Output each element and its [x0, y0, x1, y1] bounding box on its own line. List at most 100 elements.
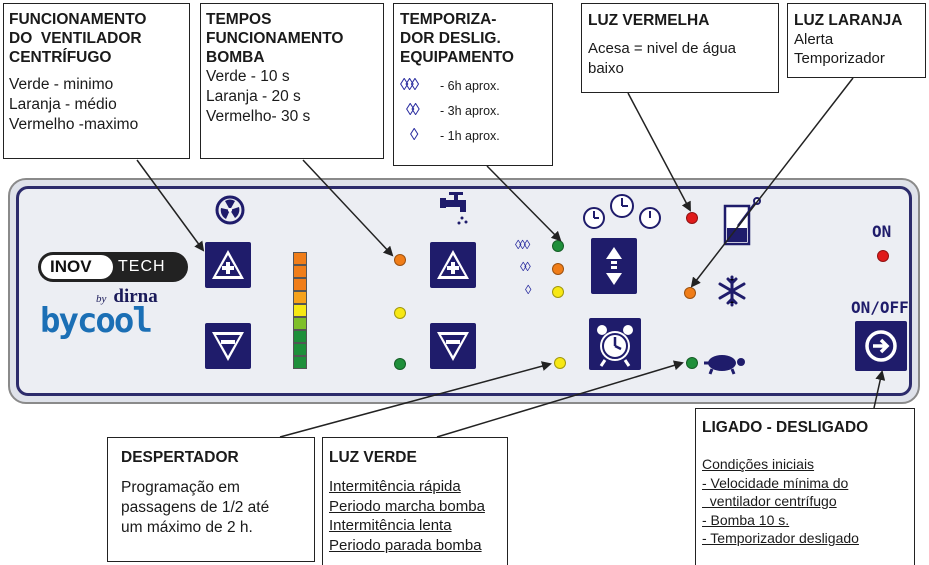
- callout-pump-title-line: TEMPOS: [206, 11, 272, 28]
- power-arrow-icon: [865, 330, 897, 362]
- timer-led-orange: [552, 263, 564, 275]
- callout-pump-title: TEMPOS FUNCIONAMENTO BOMBA: [206, 10, 378, 67]
- timer-led-yellow: [552, 286, 564, 298]
- fan-level-segment: [293, 278, 307, 291]
- by-text: by: [96, 293, 107, 305]
- callout-fan: FUNCIONAMENTO DO VENTILADOR CENTRÍFUGO V…: [3, 3, 190, 159]
- timer-mark-1h: ◊: [525, 282, 532, 297]
- callout-pump-title-line: BOMBA: [206, 49, 265, 66]
- alarm-clock-icon: [597, 325, 633, 367]
- fan-level-segment: [293, 265, 307, 278]
- timer-mark-6h: ◊◊◊: [515, 237, 530, 252]
- callout-fan-title: FUNCIONAMENTO DO VENTILADOR CENTRÍFUGO: [9, 10, 184, 67]
- timer-mark-3h: ◊◊: [520, 259, 531, 274]
- callout-pump-line: Verde - 10 s: [206, 68, 290, 85]
- turtle-icon: [700, 350, 750, 376]
- clocks-icon: [580, 192, 664, 232]
- callout-timer: TEMPORIZA- DOR DESLIG. EQUIPAMENTO ◊◊◊- …: [393, 3, 553, 166]
- inovtech-logo: INOV TECH: [38, 252, 188, 282]
- callout-alarm-line: passagens de 1/2 até: [121, 499, 270, 516]
- timer-item-3h: ◊◊ - 3h aprox.: [400, 98, 546, 123]
- callout-orange-light-title: LUZ LARANJA: [794, 12, 903, 29]
- timer-item-text: - 1h aprox.: [440, 129, 500, 143]
- dirna-logo: by dirna: [96, 286, 186, 308]
- fan-down-button[interactable]: [205, 323, 251, 369]
- inov-text: INOV: [50, 257, 92, 276]
- onoff-button[interactable]: [855, 321, 907, 371]
- onoff-label: ON/OFF: [851, 298, 909, 317]
- callout-timer-title-line: EQUIPAMENTO: [400, 49, 514, 66]
- triangle-down-minus-icon: [437, 332, 469, 361]
- callout-green-light-line: Intermitência lenta: [329, 517, 452, 534]
- callout-orange-light: LUZ LARANJA Alerta Temporizador: [787, 3, 926, 78]
- alert-led-orange: [684, 287, 696, 299]
- fan-level-segment: [293, 304, 307, 317]
- callout-green-light-title: LUZ VERDE: [329, 449, 417, 466]
- callout-timer-title-line: TEMPORIZA-: [400, 11, 497, 28]
- callout-fan-title-line: CENTRÍFUGO: [9, 49, 112, 66]
- callout-fan-line: Laranja - médio: [9, 96, 117, 113]
- dirna-text: dirna: [113, 286, 158, 307]
- callout-alarm-line: um máximo de 2 h.: [121, 519, 253, 536]
- fan-up-button[interactable]: [205, 242, 251, 288]
- fan-level-segment: [293, 343, 307, 356]
- alarm-button[interactable]: [589, 318, 641, 370]
- up-down-arrows-icon: [606, 247, 622, 285]
- snowflake-icon: [715, 274, 749, 308]
- fan-icon: [215, 195, 245, 225]
- callout-timer-title: TEMPORIZA- DOR DESLIG. EQUIPAMENTO: [400, 10, 546, 67]
- callout-fan-title-line: DO VENTILADOR: [9, 30, 142, 47]
- callout-alarm-line: Programação em: [121, 479, 240, 496]
- on-label: ON: [872, 222, 892, 241]
- timer-item-text: - 6h aprox.: [440, 79, 500, 93]
- pump-status-led-green: [686, 357, 698, 369]
- timer-item-6h: ◊◊◊ - 6h aprox.: [400, 73, 546, 98]
- callout-alarm: DESPERTADOR Programação em passagens de …: [107, 437, 315, 562]
- callout-green-light-line: Periodo marcha bomba: [329, 497, 485, 515]
- callout-orange-light-line: Alerta: [794, 31, 834, 48]
- callout-pump: TEMPOS FUNCIONAMENTO BOMBA Verde - 10 s …: [200, 3, 384, 159]
- callout-onoff-line: - Bomba 10 s.: [702, 511, 790, 528]
- callout-fan-line: Verde - minimo: [9, 76, 114, 93]
- callout-green-light-line: Intermitência rápida: [329, 478, 461, 495]
- pump-led-yellow: [394, 307, 406, 319]
- callout-pump-line: Laranja - 20 s: [206, 88, 301, 105]
- fan-level-segment: [293, 330, 307, 343]
- callout-onoff: LIGADO - DESLIGADO Condições iniciais - …: [695, 408, 915, 565]
- bycool-logo: bycool: [40, 301, 153, 341]
- triangle-down-minus-icon: [212, 332, 244, 361]
- callout-orange-light-line: Temporizador: [794, 50, 885, 67]
- on-led-red: [877, 250, 889, 262]
- fan-level-segment: [293, 291, 307, 304]
- water-level-led-red: [686, 212, 698, 224]
- pump-led-orange: [394, 254, 406, 266]
- triangle-up-plus-icon: [212, 250, 244, 279]
- pump-up-button[interactable]: [430, 242, 476, 288]
- tech-text: TECH: [118, 258, 166, 275]
- fan-level-segment: [293, 252, 307, 265]
- callout-onoff-line: ventilador centrífugo: [702, 493, 837, 509]
- pump-led-green: [394, 358, 406, 370]
- diamond-icon: ◊◊◊: [400, 75, 419, 94]
- timer-led-green: [552, 240, 564, 252]
- callout-onoff-line: - Temporizador desligado: [702, 530, 859, 546]
- callout-onoff-line: - Velocidade mínima do: [702, 474, 849, 491]
- callout-onoff-line: Condições iniciais: [702, 456, 815, 472]
- callout-red-light-title: LUZ VERMELHA: [588, 12, 710, 29]
- pump-down-button[interactable]: [430, 323, 476, 369]
- timer-item-1h: ◊ - 1h aprox.: [400, 123, 546, 148]
- callout-onoff-title: LIGADO - DESLIGADO: [702, 419, 869, 436]
- timer-item-text: - 3h aprox.: [440, 104, 500, 118]
- fan-level-segment: [293, 356, 307, 369]
- diamond-icon: ◊: [410, 125, 419, 144]
- callout-pump-title-line: FUNCIONAMENTO: [206, 30, 344, 47]
- callout-alarm-title: DESPERTADOR: [121, 449, 239, 466]
- triangle-up-plus-icon: [437, 250, 469, 279]
- timer-button[interactable]: [591, 238, 637, 294]
- callout-red-light: LUZ VERMELHA Acesa = nivel de água baixo: [581, 3, 779, 93]
- callout-red-light-line: Acesa = nivel de água: [588, 40, 737, 57]
- diamond-icon: ◊◊: [406, 100, 420, 119]
- callout-pump-line: Vermelho- 30 s: [206, 108, 311, 125]
- water-tap-icon: [437, 190, 475, 228]
- water-tank-icon: [720, 196, 764, 248]
